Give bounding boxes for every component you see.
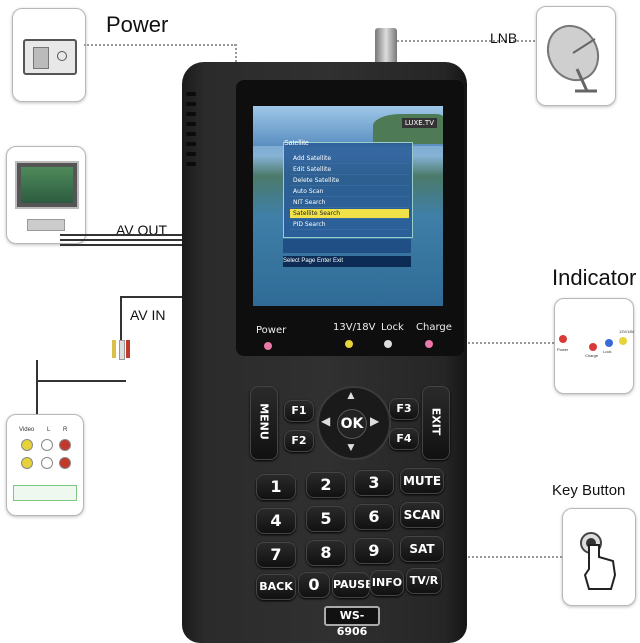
menu-item[interactable]: Delete Satellite <box>290 176 409 186</box>
key-button-box <box>562 508 636 606</box>
pause-button[interactable]: PAUSE <box>332 572 373 598</box>
exit-button[interactable]: EXIT <box>422 386 450 460</box>
rca-jack-icon <box>59 439 71 451</box>
satellite-menu <box>283 142 413 238</box>
av-in-video-label: Video <box>19 427 35 433</box>
arrow-down-icon[interactable]: ▼ <box>345 440 357 454</box>
av-in-panel-box: Video L R <box>6 414 84 516</box>
ok-button[interactable]: OK <box>337 409 367 439</box>
key-button-leader-line <box>440 556 562 558</box>
menu-item[interactable]: NIT Search <box>290 198 409 208</box>
av-in-callout-label: AV IN <box>130 307 166 323</box>
rca-jack-icon <box>21 439 33 451</box>
power-leader-line <box>84 44 236 46</box>
key-5[interactable]: 5 <box>306 506 346 532</box>
f4-button[interactable]: F4 <box>389 428 419 450</box>
menu-item[interactable]: Add Satellite <box>290 154 409 164</box>
menu-title: Satellite <box>284 140 309 147</box>
key-8[interactable]: 8 <box>306 540 346 566</box>
tv-radio-button[interactable]: TV/R <box>406 568 442 594</box>
indicator-box-charge-label: Charge <box>585 353 599 358</box>
sat-button[interactable]: SAT <box>400 536 444 562</box>
rca-jack-icon <box>59 457 71 469</box>
voltage-led-icon <box>345 340 353 348</box>
key-button-callout-label: Key Button <box>552 482 626 499</box>
indicator-charge-label: Charge <box>416 322 452 333</box>
screen-hint-bar: Select Page Enter Exit <box>283 256 411 267</box>
f1-button[interactable]: F1 <box>284 400 314 422</box>
channel-logo: LUXE.TV <box>401 118 437 128</box>
power-switch-icon <box>23 39 77 75</box>
av-in-r-label: R <box>63 427 68 433</box>
key-0[interactable]: 0 <box>298 572 330 598</box>
rca-jack-icon <box>41 439 53 451</box>
lnb-callout-label: LNB <box>490 30 518 46</box>
menu-item-selected[interactable]: Satellite Search <box>290 209 409 219</box>
key-7[interactable]: 7 <box>256 542 296 568</box>
screen-icon-bar <box>283 239 411 253</box>
av-in-l-label: L <box>47 427 51 433</box>
indicator-box-lock-label: Lock <box>603 349 612 354</box>
scan-button[interactable]: SCAN <box>400 502 444 528</box>
menu-button[interactable]: MENU <box>250 386 278 460</box>
menu-item[interactable]: Edit Satellite <box>290 165 409 175</box>
indicator-box: Power 13V/18V Charge Lock <box>554 298 634 394</box>
charge-led-icon <box>425 340 433 348</box>
model-label: WS-6906 <box>324 606 380 638</box>
indicator-callout-label: Indicator <box>552 265 637 290</box>
lnb-box <box>536 6 616 106</box>
f3-button[interactable]: F3 <box>389 398 419 420</box>
info-button[interactable]: INFO <box>370 570 404 596</box>
power-callout-label: Power <box>106 12 169 37</box>
rca-jack-icon <box>21 457 33 469</box>
lnb-connector <box>375 28 397 68</box>
arrow-right-icon[interactable]: ▶ <box>370 414 380 428</box>
rca-jack-icon <box>41 457 53 469</box>
key-1[interactable]: 1 <box>256 474 296 500</box>
menu-item[interactable]: PID Search <box>290 220 409 230</box>
indicator-box-voltage-label: 13V/18V <box>619 329 635 334</box>
mute-button[interactable]: MUTE <box>400 468 444 494</box>
device-screen: LUXE.TV Satellite Add Satellite Edit Sat… <box>253 106 443 306</box>
indicator-voltage-label: 13V/18V <box>333 322 376 333</box>
key-2[interactable]: 2 <box>306 472 346 498</box>
av-out-cable <box>60 234 182 246</box>
key-4[interactable]: 4 <box>256 508 296 534</box>
indicator-leader-line <box>440 342 554 344</box>
arrow-up-icon[interactable]: ▲ <box>345 388 357 402</box>
menu-item[interactable]: Auto Scan <box>290 187 409 197</box>
monitor-icon <box>15 161 79 209</box>
indicator-power-label: Power <box>256 325 287 336</box>
key-6[interactable]: 6 <box>354 504 394 530</box>
key-3[interactable]: 3 <box>354 470 394 496</box>
av-out-monitor-box <box>6 146 86 244</box>
arrow-left-icon[interactable]: ◀ <box>321 414 331 428</box>
back-button[interactable]: BACK <box>256 574 296 600</box>
finger-press-icon <box>580 532 617 590</box>
key-9[interactable]: 9 <box>354 538 394 564</box>
av-in-cable <box>120 296 182 298</box>
f2-button[interactable]: F2 <box>284 430 314 452</box>
indicator-box-power-label: Power <box>557 347 569 352</box>
satellite-dish-icon <box>546 24 600 93</box>
indicator-lock-label: Lock <box>381 322 404 333</box>
power-switch-box <box>12 8 86 102</box>
power-led-icon <box>264 342 272 350</box>
lock-led-icon <box>384 340 392 348</box>
